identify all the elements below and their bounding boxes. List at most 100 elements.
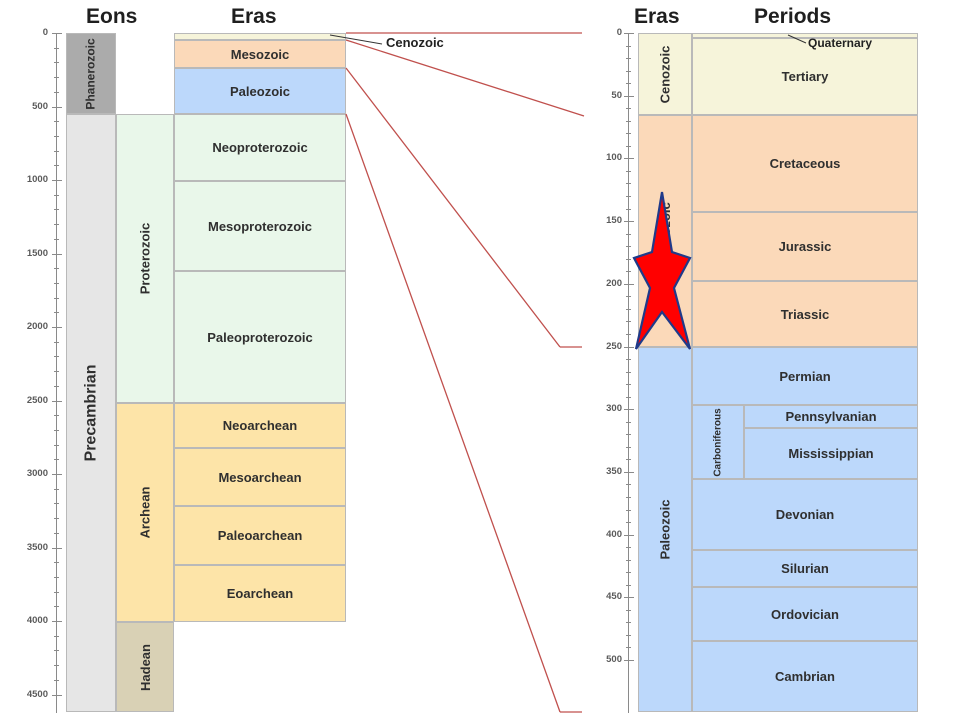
right-axis-minor-tick	[626, 421, 631, 423]
era-paleozoic-left: Paleozoic	[174, 68, 346, 114]
left-axis-minor-tick	[54, 635, 59, 637]
right-axis-minor-tick	[626, 70, 631, 72]
left-axis-minor-tick	[54, 238, 59, 240]
period-mississippian: Mississippian	[744, 428, 918, 479]
left-axis-minor-tick	[54, 429, 59, 431]
period-silurian-label: Silurian	[781, 561, 829, 576]
era-eoarchean-label: Eoarchean	[226, 586, 294, 601]
period-jurassic: Jurassic	[692, 212, 918, 281]
period-triassic: Triassic	[692, 281, 918, 347]
left-axis-minor-tick	[54, 297, 59, 299]
left-axis-tick-label: 0	[42, 27, 48, 38]
right-axis-tick-label: 50	[611, 89, 622, 101]
period-ordovician: Ordovician	[692, 587, 918, 641]
right-axis-minor-tick	[626, 196, 631, 198]
right-axis-minor-tick	[626, 170, 631, 172]
right-axis-minor-tick	[626, 559, 631, 561]
period-permian-label: Permian	[779, 368, 831, 384]
left-axis-tick	[52, 621, 62, 622]
era-mesoarchean: Mesoarchean	[174, 448, 346, 506]
right-axis-minor-tick	[626, 208, 631, 210]
left-axis-minor-tick	[54, 576, 59, 578]
era-mesoproterozoic-label: Mesoproterozoic	[207, 218, 312, 234]
left-axis-tick-label: 500	[32, 100, 48, 112]
right-axis-tick-label: 0	[616, 27, 622, 38]
left-axis-minor-tick	[54, 679, 59, 681]
left-axis-minor-tick	[54, 312, 59, 314]
right-axis-minor-tick	[626, 333, 631, 335]
left-axis-tick	[52, 33, 62, 34]
era-paleoproterozoic-label: Paleoproterozoic	[207, 329, 313, 345]
right-axis-minor-tick	[626, 609, 631, 611]
right-axis-minor-tick	[626, 384, 631, 386]
left-axis-minor-tick	[54, 356, 59, 358]
era-neoarchean: Neoarchean	[174, 403, 346, 448]
left-axis-minor-tick	[54, 91, 59, 93]
period-silurian: Silurian	[692, 550, 918, 587]
right-axis-minor-tick	[626, 296, 631, 298]
cenozoic-leader	[329, 34, 383, 45]
eons-header: Eons	[86, 5, 138, 28]
right-axis-minor-tick	[626, 484, 631, 486]
right-axis-tick	[624, 660, 634, 661]
eon-proterozoic: Proterozoic	[116, 114, 174, 403]
right-axis-tick	[624, 283, 634, 285]
era-paleozoic-left-label: Paleozoic	[230, 83, 290, 99]
right-axis-minor-tick	[626, 371, 631, 373]
period-quaternary	[692, 33, 918, 38]
period-mississippian-label: Mississippian	[788, 446, 874, 461]
periods-header: Periods	[754, 5, 832, 28]
era-neoarchean-label: Neoarchean	[222, 418, 298, 433]
period-jurassic-label: Jurassic	[778, 239, 832, 254]
right-axis-minor-tick	[626, 547, 631, 549]
left-axis-minor-tick	[54, 606, 59, 608]
right-axis-tick-label: 200	[606, 277, 622, 289]
left-axis-minor-tick	[54, 224, 59, 226]
era-paleoproterozoic: Paleoproterozoic	[174, 271, 346, 403]
left-axis-minor-tick	[54, 341, 59, 343]
era-mesoarchean-label: Mesoarchean	[218, 469, 302, 485]
eon-phanerozoic: Phanerozoic	[66, 33, 116, 114]
left-axis-tick-label: 2000	[26, 321, 48, 332]
right-axis-minor-tick	[626, 572, 631, 574]
right-axis-minor-tick	[626, 459, 631, 461]
left-axis-tick	[52, 106, 62, 108]
period-devonian: Devonian	[692, 479, 918, 550]
period-tertiary-label: Tertiary	[781, 69, 829, 84]
quaternary-leader	[787, 34, 807, 44]
left-axis-minor-tick	[54, 518, 59, 520]
right-axis-tick	[624, 534, 634, 536]
right-axis-tick-label: 500	[606, 654, 622, 665]
period-pennsylvanian-label: Pennsylvanian	[785, 409, 877, 424]
left-axis-tick	[52, 400, 62, 402]
left-axis-tick	[52, 547, 62, 549]
left-axis-tick	[52, 327, 62, 328]
right-axis-tick-label: 300	[606, 403, 622, 415]
left-axis-minor-tick	[54, 503, 59, 505]
left-axis-minor-tick	[54, 371, 59, 373]
right-axis-tick	[624, 597, 634, 599]
left-axis-minor-tick	[54, 591, 59, 593]
right-axis-minor-tick	[626, 108, 631, 110]
right-axis-minor-tick	[626, 246, 631, 248]
left-axis-tick	[52, 253, 62, 255]
right-axis-tick-label: 100	[606, 152, 622, 164]
era-mesozoic-left: Mesozoic	[174, 40, 346, 68]
right-axis-tick	[624, 471, 634, 473]
right-axis-minor-tick	[626, 446, 631, 448]
left-axis-minor-tick	[54, 665, 59, 667]
right-axis-minor-tick	[626, 133, 631, 135]
period-cretaceous-label: Cretaceous	[769, 156, 841, 171]
left-axis-minor-tick	[54, 47, 59, 49]
left-axis-minor-tick	[54, 444, 59, 446]
left-axis-minor-tick	[54, 209, 59, 211]
connector-cenozoic	[345, 39, 585, 117]
right-axis-minor-tick	[626, 58, 631, 60]
right-axis-minor-tick	[626, 183, 631, 185]
right-axis-minor-tick	[626, 258, 631, 260]
period-ordovician-label: Ordovician	[771, 606, 839, 622]
left-axis-tick	[52, 180, 62, 181]
right-axis-minor-tick	[626, 45, 631, 47]
era-mesoproterozoic: Mesoproterozoic	[174, 181, 346, 271]
left-axis-tick-label: 3500	[26, 541, 48, 553]
